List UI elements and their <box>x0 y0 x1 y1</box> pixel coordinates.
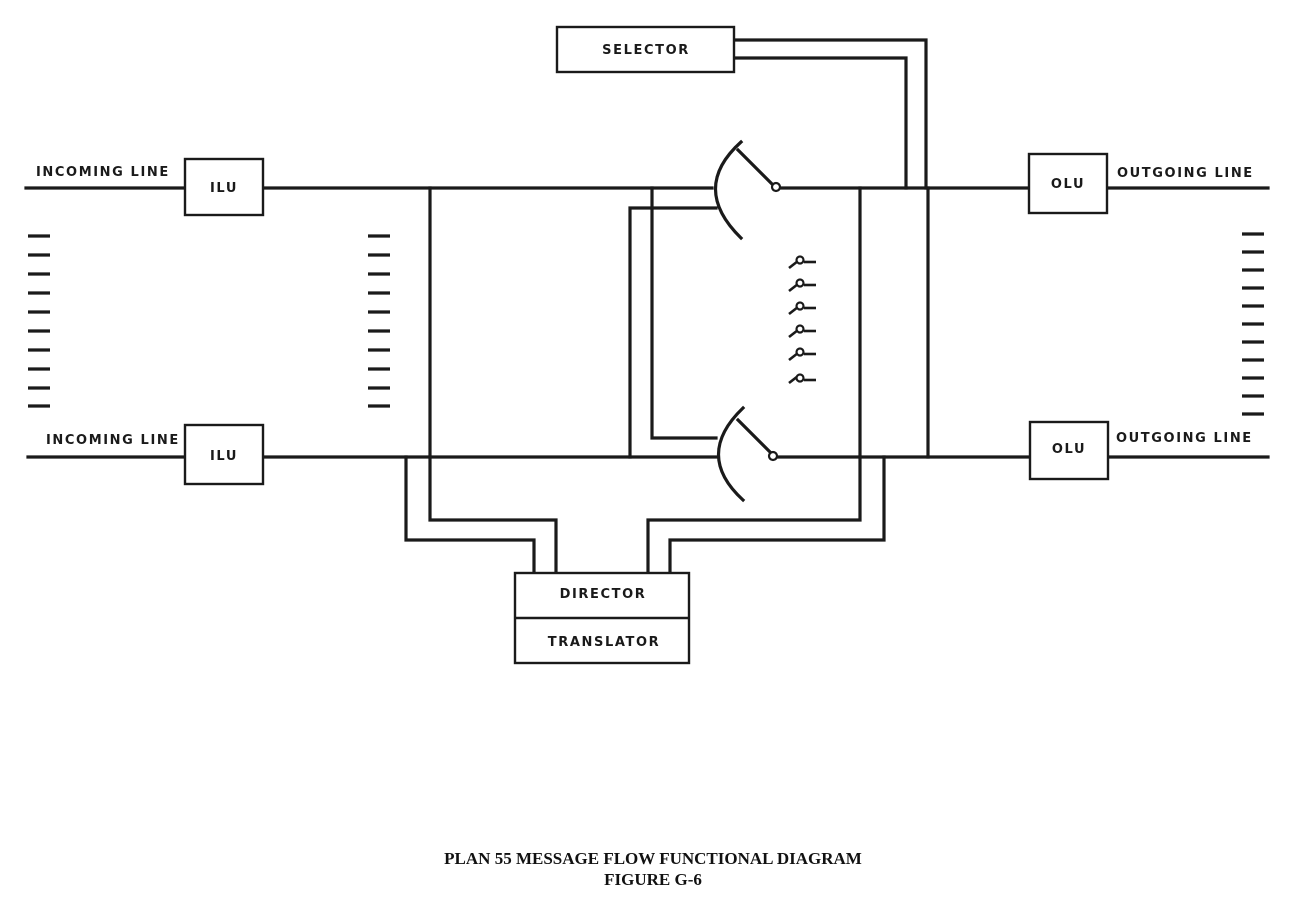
middle-line-stack <box>368 234 390 408</box>
translator-label: TRANSLATOR <box>548 635 660 650</box>
ilu-top-block: ILU <box>183 157 265 217</box>
ilu-top-label: ILU <box>210 181 238 196</box>
figure-title: PLAN 55 MESSAGE FLOW FUNCTIONAL DIAGRAM <box>444 849 862 868</box>
selector-block: SELECTOR <box>555 25 736 74</box>
olu-top-label: OLU <box>1051 177 1085 192</box>
switch-bank <box>788 255 816 385</box>
ilu-bottom-block: ILU <box>183 423 265 486</box>
right-line-stack <box>1242 232 1264 416</box>
switch-control-paths <box>628 186 718 459</box>
director-translator-block: DIRECTOR TRANSLATOR <box>513 571 691 665</box>
selector-label: SELECTOR <box>602 43 690 58</box>
top-switch <box>713 139 782 241</box>
selector-connections <box>732 38 928 190</box>
olu-top-block: OLU <box>1027 152 1109 215</box>
director-label: DIRECTOR <box>560 587 647 602</box>
director-connections <box>404 455 886 574</box>
incoming-line-bottom-label: INCOMING LINE <box>46 433 180 448</box>
ilu-bottom-label: ILU <box>210 449 238 464</box>
bottom-switch <box>717 405 779 503</box>
outgoing-line-top-label: OUTGOING LINE <box>1117 166 1254 181</box>
bus-lines <box>428 186 930 459</box>
olu-bottom-block: OLU <box>1028 420 1110 481</box>
olu-bottom-label: OLU <box>1052 442 1086 457</box>
figure-number: FIGURE G-6 <box>604 870 702 889</box>
outgoing-line-bottom-label: OUTGOING LINE <box>1116 431 1253 446</box>
left-line-stack <box>28 234 50 408</box>
incoming-line-top-label: INCOMING LINE <box>36 165 170 180</box>
